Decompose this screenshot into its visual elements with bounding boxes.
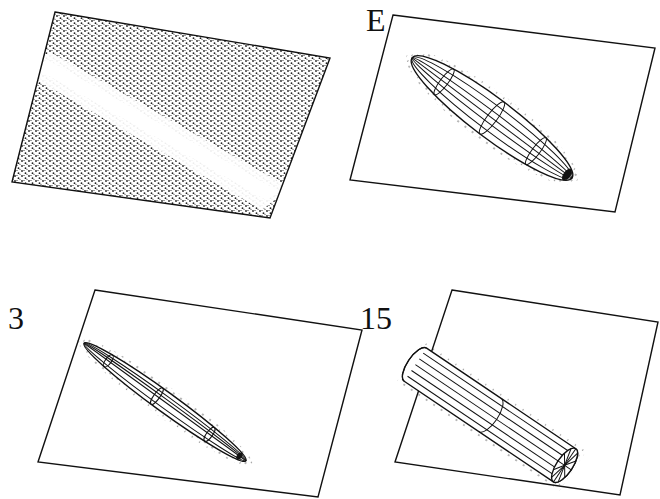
ellipsoid-panel <box>350 15 655 212</box>
thin-ellipsoid-panel <box>38 290 362 497</box>
cylinder-panel <box>395 290 658 495</box>
density-map-panel <box>12 12 330 218</box>
end-cap-spoke <box>553 461 564 473</box>
panel-label: 15 <box>360 302 392 334</box>
end-cap-spoke <box>558 461 565 465</box>
end-cap-spoke <box>565 465 572 469</box>
panel-label: 3 <box>8 302 24 334</box>
panel-label: E <box>366 4 386 36</box>
end-cap-spoke <box>565 457 576 469</box>
